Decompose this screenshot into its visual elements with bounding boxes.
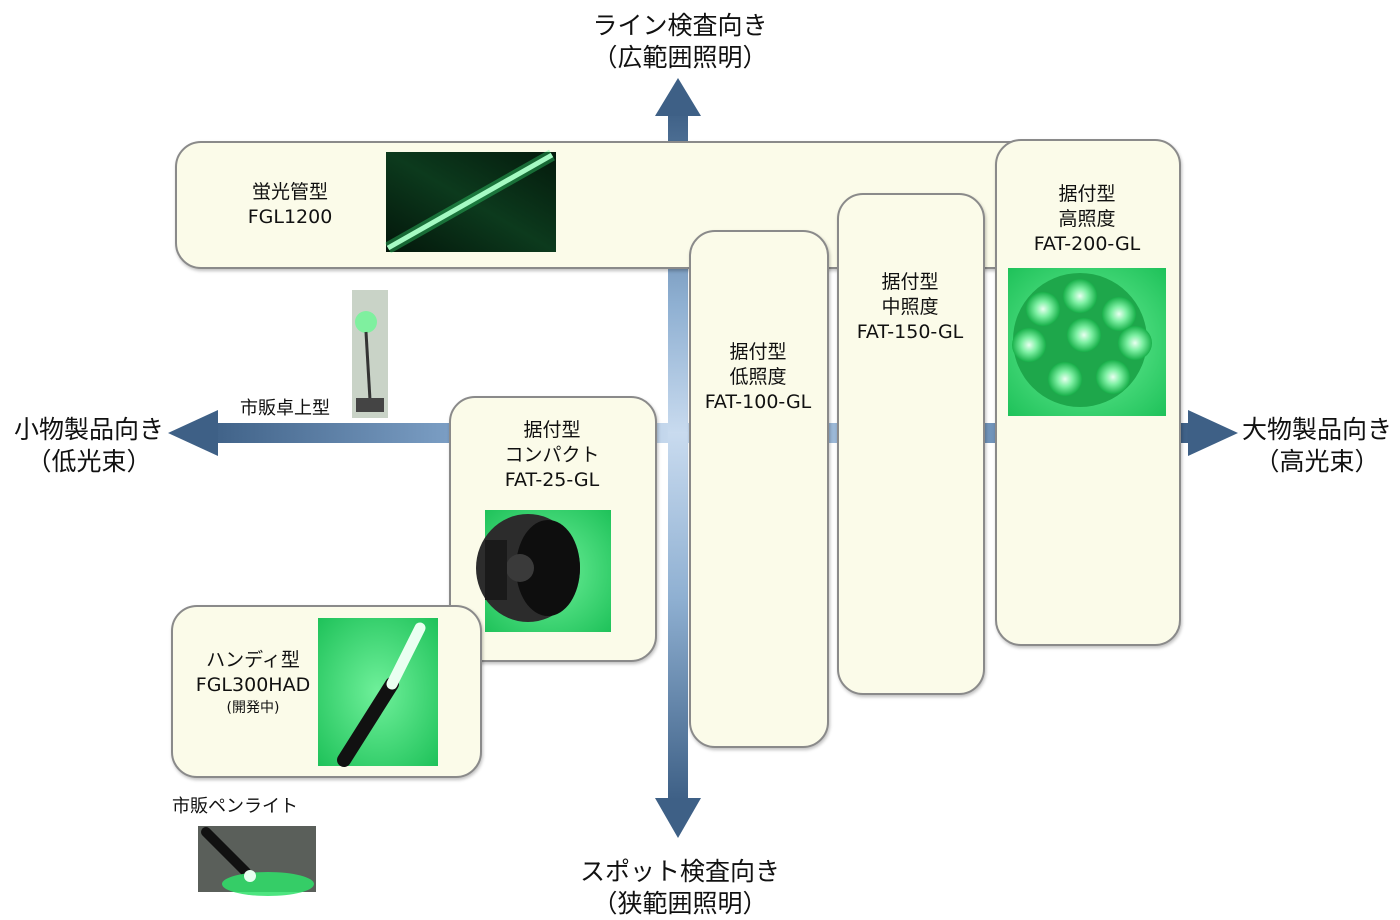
product-box-fat150 bbox=[837, 193, 985, 695]
caption-pen-light: 市販ペンライト bbox=[172, 796, 298, 817]
arrow-up-icon bbox=[655, 78, 701, 116]
product-box-fat100 bbox=[689, 230, 829, 748]
axis-label-bottom: スポット検査向き（狭範囲照明） bbox=[579, 857, 780, 918]
arrow-right-icon bbox=[1188, 410, 1238, 456]
caption-desk-lamp: 市販卓上型 bbox=[240, 398, 330, 419]
arrow-down-icon bbox=[655, 798, 701, 838]
axis-label-left: 小物製品向き（低光束） bbox=[13, 415, 164, 476]
axis-down-arrow bbox=[655, 432, 701, 838]
axis-label-top: ライン検査向き（広範囲照明） bbox=[592, 11, 768, 72]
axis-label-right: 大物製品向き（高光束） bbox=[1241, 415, 1392, 476]
arrow-left-icon bbox=[168, 410, 218, 456]
